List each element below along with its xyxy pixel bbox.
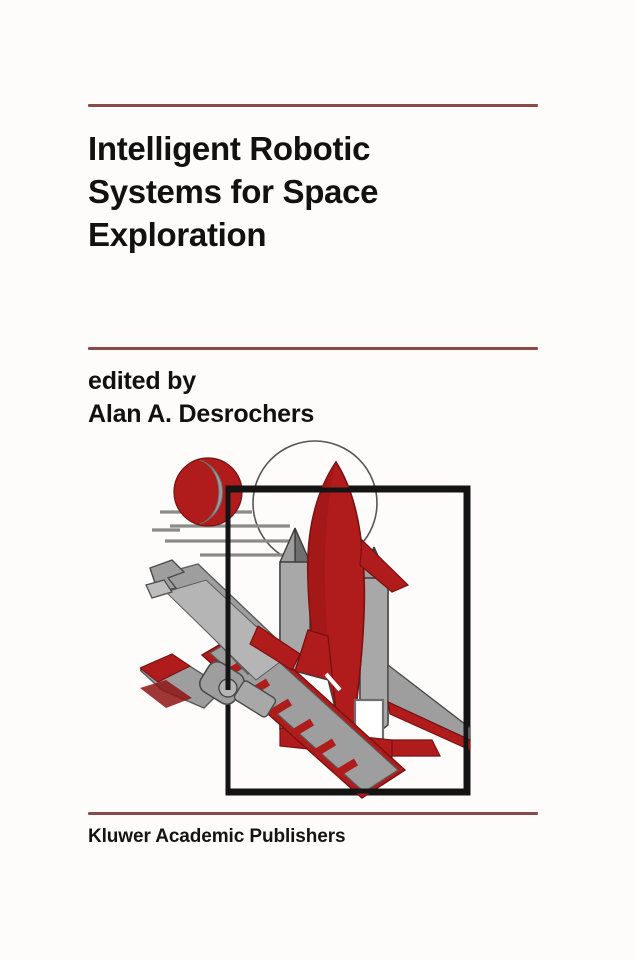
title-line-1: Intelligent Robotic <box>88 130 371 167</box>
title-line-3: Exploration <box>88 215 267 253</box>
publisher-name: Kluwer Academic Publishers <box>88 826 346 847</box>
byline-editor-name: Alan A. Desrochers <box>88 400 315 429</box>
byline-edited-by: edited by <box>88 367 196 395</box>
title-line-2: Systems for Space <box>88 172 379 210</box>
cover-illustration <box>140 440 520 805</box>
middle-divider-rule <box>88 347 538 350</box>
arm-lower-gripper-icon <box>140 653 226 709</box>
arm-joint-icon <box>199 660 277 718</box>
arm-gripper-icon <box>145 559 186 599</box>
page-title: Intelligent Robotic Systems for Space Ex… <box>88 128 558 257</box>
byline: edited by Alan A. Desrochers <box>88 365 558 432</box>
top-divider-rule <box>88 104 538 107</box>
shuttle-wing-upper <box>359 538 410 593</box>
shuttle-wing-right <box>387 663 471 751</box>
bottom-divider-rule <box>88 812 538 815</box>
